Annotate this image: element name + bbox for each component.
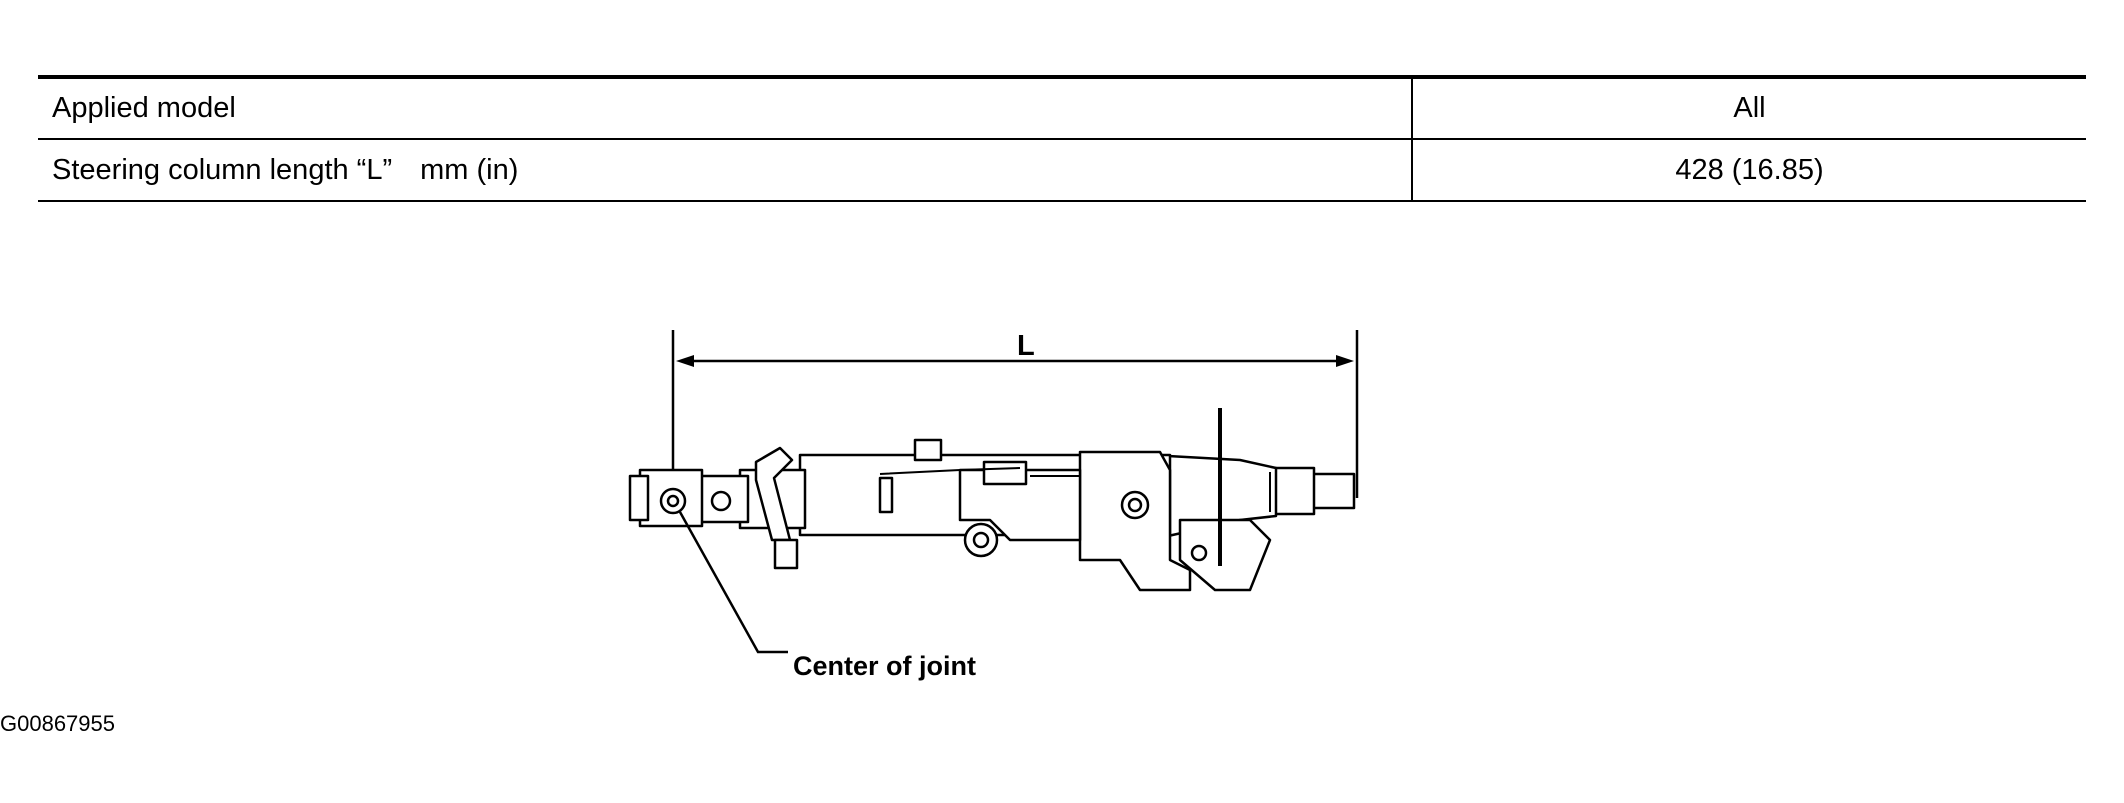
tilt-bolt-inner xyxy=(972,531,990,549)
lower-pin xyxy=(1190,544,1208,562)
left-arrowhead xyxy=(676,355,694,367)
tilt-bracket xyxy=(958,468,1082,542)
callout-label: Center of joint xyxy=(793,651,976,681)
applied-model-value: All xyxy=(1412,75,2086,140)
mount-bracket xyxy=(1078,450,1192,592)
lower-bracket xyxy=(1178,518,1272,592)
joint-center-inner xyxy=(666,494,680,508)
table-row: Applied model All xyxy=(38,75,2086,140)
connector xyxy=(913,438,943,462)
clip xyxy=(754,446,794,542)
table-row: Steering column length “L” mm (in) 428 (1… xyxy=(38,139,2086,202)
bracket-bolt-inner xyxy=(1127,497,1143,513)
joint-cap xyxy=(628,474,650,522)
row-label: Steering column length “L” xyxy=(52,153,393,186)
callout-leader xyxy=(678,511,788,654)
figure-id: G00867955 xyxy=(0,711,115,736)
row-unit: mm (in) xyxy=(420,153,519,186)
spec-table: Applied model All Steering column length… xyxy=(38,75,2086,202)
dimension-label: L xyxy=(1017,330,1035,362)
steering-column xyxy=(628,438,1356,592)
column-length-value: 428 (16.85) xyxy=(1412,139,2086,202)
slot xyxy=(878,476,894,514)
row-label: Applied model xyxy=(52,92,236,124)
lever-housing xyxy=(982,460,1028,486)
column-length-label: Steering column length “L” mm (in) xyxy=(38,139,1413,202)
lever-line xyxy=(879,467,1021,475)
right-arrowhead xyxy=(1336,355,1354,367)
clip-tab xyxy=(773,538,799,570)
applied-model-label: Applied model xyxy=(38,75,1413,140)
shaft-collar xyxy=(1272,466,1316,516)
shaft-end xyxy=(1308,472,1356,510)
yoke-bolt xyxy=(710,490,732,512)
